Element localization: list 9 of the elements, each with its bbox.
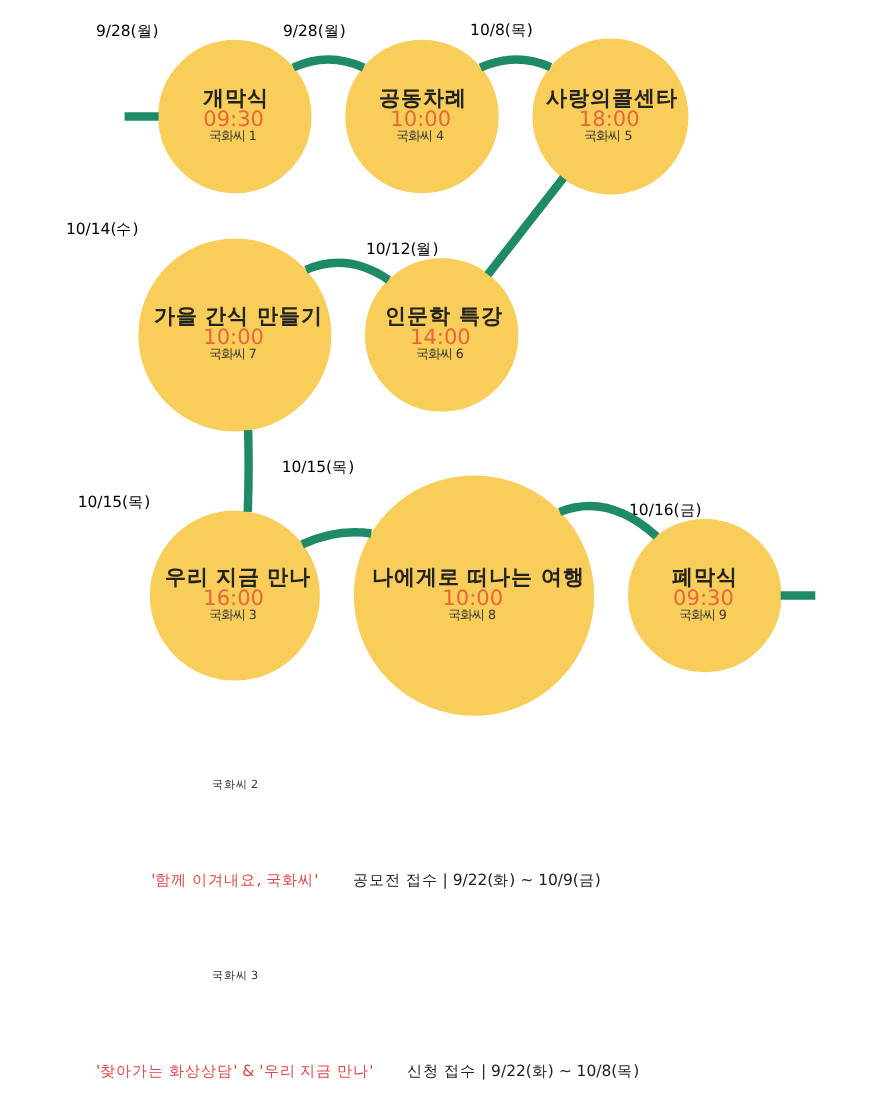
connector — [304, 258, 391, 284]
connector — [124, 112, 159, 121]
connector — [780, 591, 816, 600]
connector — [558, 501, 660, 540]
connector — [478, 55, 553, 72]
connector — [484, 175, 567, 278]
connector — [243, 430, 253, 513]
connector — [291, 55, 366, 72]
connector — [300, 528, 372, 549]
